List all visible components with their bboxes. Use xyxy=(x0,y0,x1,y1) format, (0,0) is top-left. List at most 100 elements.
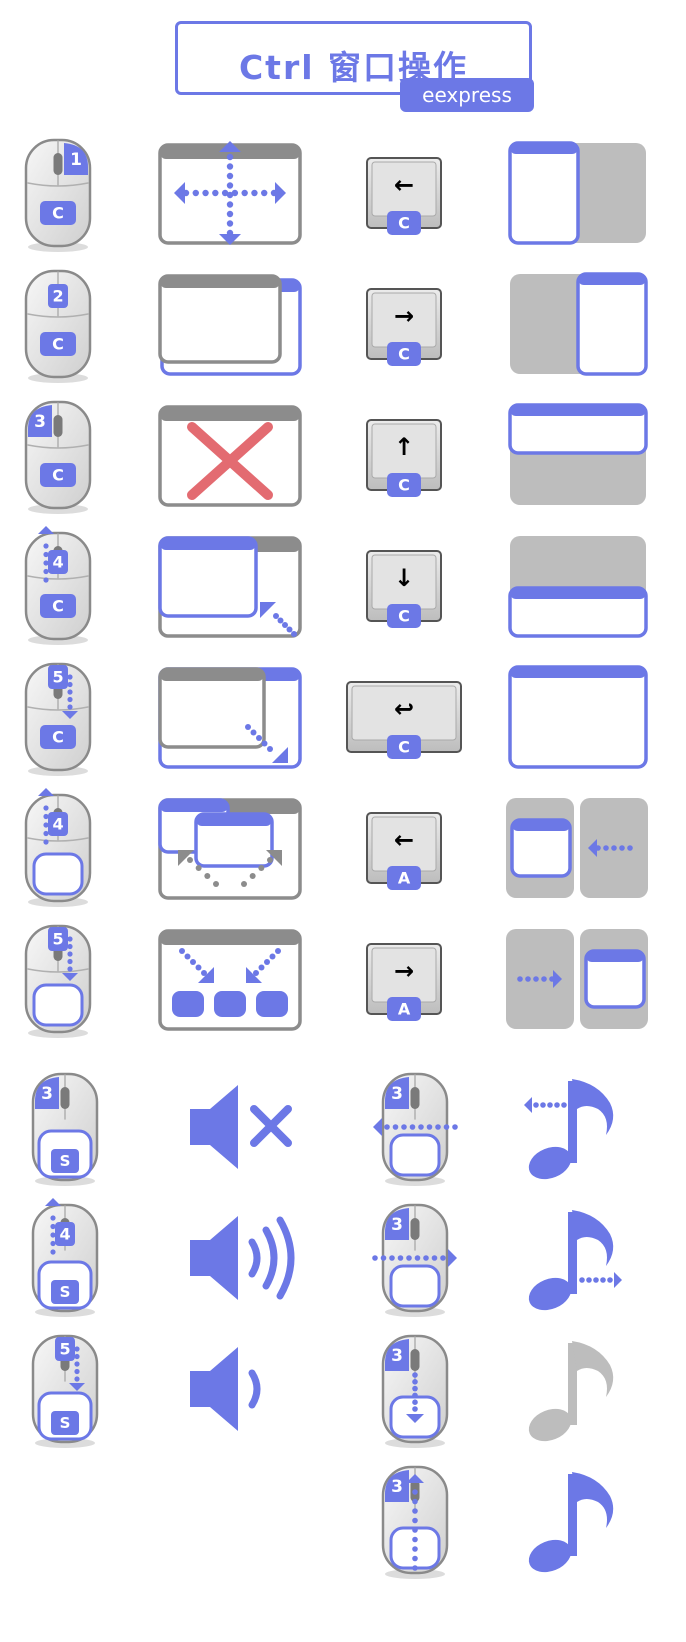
dot xyxy=(74,1376,80,1382)
modifier-badge xyxy=(387,866,421,890)
mouse-icon: 1C xyxy=(24,138,92,252)
window-titlebar xyxy=(510,143,578,154)
wheel-highlight xyxy=(48,927,68,951)
dot xyxy=(245,724,251,730)
window xyxy=(508,141,580,245)
wave xyxy=(276,1216,295,1300)
arrow-head xyxy=(178,850,194,866)
dot xyxy=(226,191,234,199)
button-highlight xyxy=(35,1077,59,1109)
arrow-head xyxy=(260,602,276,618)
dot xyxy=(226,182,234,189)
window-titlebar xyxy=(160,538,256,550)
modifier-badge xyxy=(40,725,76,749)
dot xyxy=(67,681,73,688)
minimize-all-icon xyxy=(158,929,302,1031)
dot xyxy=(74,1361,80,1367)
dot xyxy=(412,1555,418,1562)
modifier-badge xyxy=(387,473,421,497)
dot xyxy=(67,689,73,695)
dot xyxy=(258,865,265,871)
dot xyxy=(547,1102,553,1108)
modifier-label: C xyxy=(52,597,64,616)
window-box xyxy=(32,983,84,1027)
window-titlebar xyxy=(586,951,644,962)
dot xyxy=(554,1102,560,1108)
dot xyxy=(412,1508,418,1514)
dot xyxy=(43,551,49,558)
dot xyxy=(50,1223,56,1230)
wave xyxy=(248,1238,261,1278)
dot xyxy=(412,1399,418,1405)
mouse-split xyxy=(27,837,89,842)
dot xyxy=(253,970,259,976)
wheel-highlight xyxy=(48,550,68,574)
dot xyxy=(586,1277,592,1283)
mouse-split xyxy=(27,968,89,973)
dot xyxy=(226,201,234,208)
window-titlebar xyxy=(510,588,646,599)
modifier-label: C xyxy=(398,476,410,495)
dot xyxy=(579,1277,585,1283)
mouse-icon: 5S xyxy=(31,1334,99,1448)
mouse-wheel xyxy=(410,1349,420,1371)
button-number: 4 xyxy=(59,1225,70,1244)
dot xyxy=(426,1124,433,1130)
dot xyxy=(541,976,547,982)
next-track-icon xyxy=(528,1210,622,1311)
dot xyxy=(241,881,247,887)
tile-right-icon xyxy=(510,272,648,376)
key-glyph: → xyxy=(394,957,414,985)
dot xyxy=(226,163,234,170)
shrink-window-icon xyxy=(158,536,302,638)
note-flag xyxy=(572,1079,614,1135)
dot xyxy=(412,1392,418,1399)
button-number: 4 xyxy=(52,553,63,572)
dot xyxy=(67,674,73,680)
modifier-badge xyxy=(387,211,421,235)
note-head xyxy=(528,1277,572,1311)
arrow-head xyxy=(524,1097,532,1113)
note-stem xyxy=(568,1212,577,1294)
modifier-badge xyxy=(387,735,421,759)
button-number: 3 xyxy=(391,1477,403,1497)
dot xyxy=(261,740,268,747)
modifier-badge xyxy=(51,1411,79,1435)
window-box xyxy=(389,1133,441,1177)
note-flag xyxy=(572,1472,614,1528)
arrow-head xyxy=(614,1272,622,1288)
mouse-split xyxy=(27,182,89,187)
dot xyxy=(397,1255,404,1261)
dot xyxy=(561,1102,567,1108)
dot xyxy=(258,964,265,971)
arrow-head xyxy=(62,973,78,981)
modifier-label: C xyxy=(52,728,64,747)
window xyxy=(508,665,648,769)
dot xyxy=(226,210,234,218)
dot xyxy=(67,958,73,965)
note-stem xyxy=(568,1474,577,1556)
arrow-head xyxy=(45,1198,61,1206)
play-icon xyxy=(528,1472,614,1573)
dot xyxy=(412,1372,418,1378)
button-highlight xyxy=(64,143,88,175)
arrow-head xyxy=(219,234,241,245)
dot xyxy=(533,1102,539,1108)
note-head xyxy=(528,1539,572,1573)
window-titlebar xyxy=(160,800,228,812)
move-to-left-workspace-icon xyxy=(506,798,648,898)
dot xyxy=(389,1255,395,1261)
dot xyxy=(273,613,279,619)
modifier-badge xyxy=(51,1149,79,1173)
move-to-right-workspace-icon xyxy=(506,929,648,1029)
dot xyxy=(627,845,633,851)
dot xyxy=(261,189,268,197)
mouse-split xyxy=(27,575,89,580)
dot xyxy=(190,959,196,965)
window-titlebar xyxy=(512,820,570,831)
key-glyph: ← xyxy=(394,826,414,854)
modifier-badge xyxy=(40,594,76,618)
key-icon: →A xyxy=(366,943,442,1021)
mouse-icon: 3C xyxy=(24,400,92,514)
arrow-head xyxy=(198,967,214,983)
